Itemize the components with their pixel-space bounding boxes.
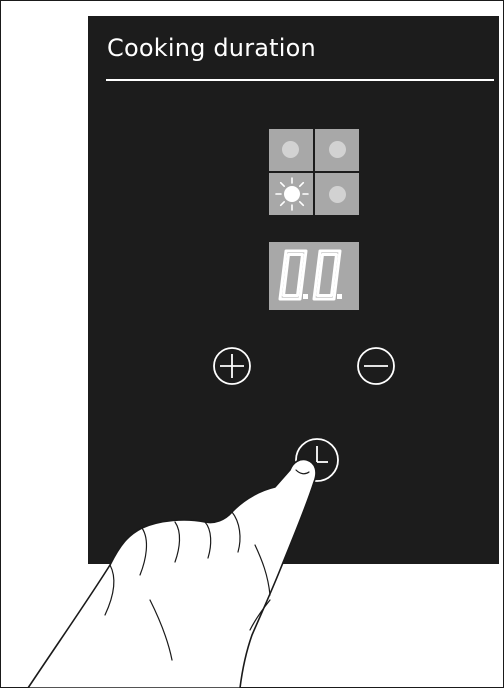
pointing-hand-illustration — [0, 0, 504, 688]
